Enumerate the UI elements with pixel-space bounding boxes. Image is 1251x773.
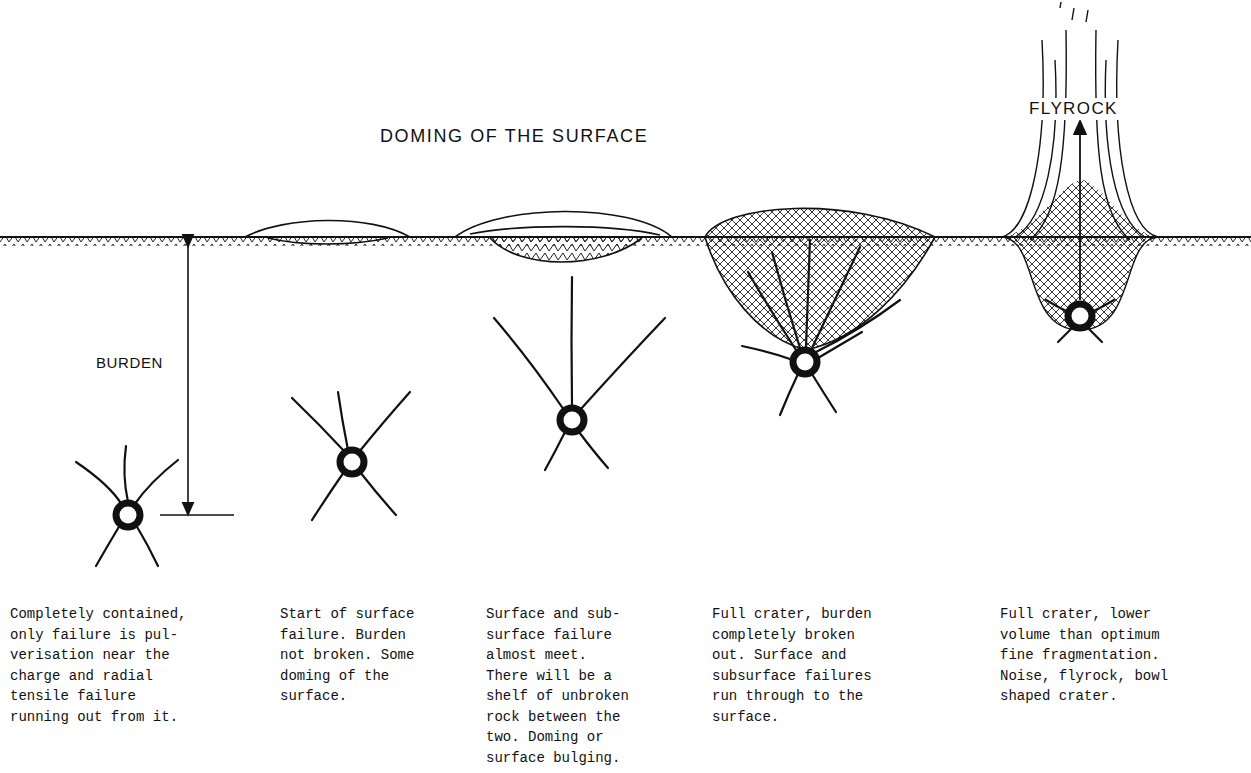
charges <box>116 304 1092 527</box>
heading-label: DOMING OF THE SURFACE <box>380 126 648 147</box>
stage-caption: Start of surface failure. Burden not bro… <box>280 604 418 707</box>
stage-caption: Full crater, burden completely broken ou… <box>712 604 875 727</box>
stage-caption: Surface and sub- surface failure almost … <box>486 604 632 768</box>
burden-label: BURDEN <box>96 354 163 371</box>
cracks <box>76 240 1114 566</box>
stage-caption: Full crater, lower volume than optimum f… <box>1000 604 1171 707</box>
burden-dimension <box>160 242 234 515</box>
stage-caption: Completely contained, only failure is pu… <box>10 604 190 727</box>
flyrock-crater <box>1000 2 1160 330</box>
doming <box>245 211 672 262</box>
full-crater <box>705 208 935 350</box>
flyrock-label: FLYROCK <box>1026 98 1121 120</box>
